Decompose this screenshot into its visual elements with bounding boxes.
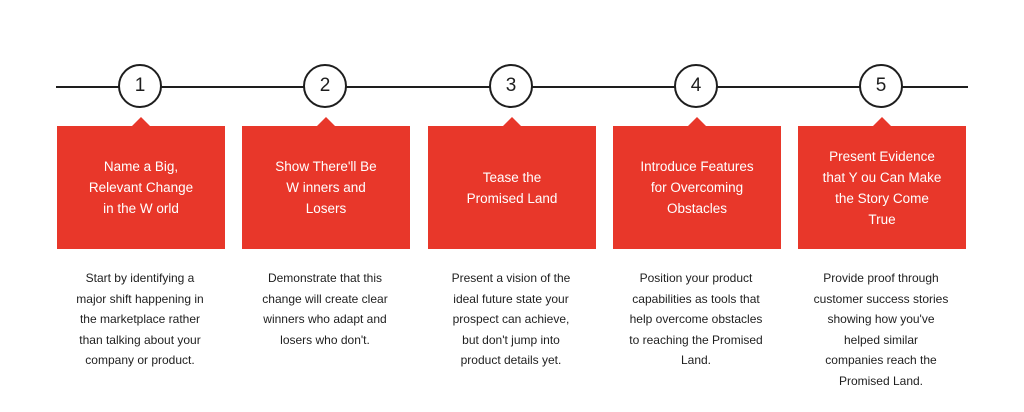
step-3-title: Tease the Promised Land <box>466 169 558 206</box>
step-1-description: Start by identifying a major shift happe… <box>76 271 204 367</box>
step-1-card: Name a Big, Relevant Change in the W orl… <box>57 117 225 249</box>
step-2-number: 2 <box>303 64 347 108</box>
step-5-title: Present Evidence that Y ou Can Make the … <box>822 148 942 227</box>
step-5-number: 5 <box>859 64 903 108</box>
step-4-description: Position your product capabilities as to… <box>629 271 763 367</box>
step-3-description: Present a vision of the ideal future sta… <box>451 271 571 367</box>
step-2-title: Show There'll Be W inners and Losers <box>275 159 377 216</box>
step-4-card: Introduce Features for Overcoming Obstac… <box>613 117 781 249</box>
step-4-title: Introduce Features for Overcoming Obstac… <box>640 159 754 216</box>
step-5-card: Present Evidence that Y ou Can Make the … <box>798 117 966 249</box>
step-3-number: 3 <box>489 64 533 108</box>
step-1-number: 1 <box>118 64 162 108</box>
step-2-card: Show There'll Be W inners and Losers <box>242 117 410 249</box>
step-3-card: Tease the Promised Land <box>428 117 596 249</box>
step-1-title: Name a Big, Relevant Change in the W orl… <box>88 159 194 216</box>
step-5-description: Provide proof through customer success s… <box>813 271 949 388</box>
step-4-number: 4 <box>674 64 718 108</box>
step-2-description: Demonstrate that this change will create… <box>262 271 388 347</box>
